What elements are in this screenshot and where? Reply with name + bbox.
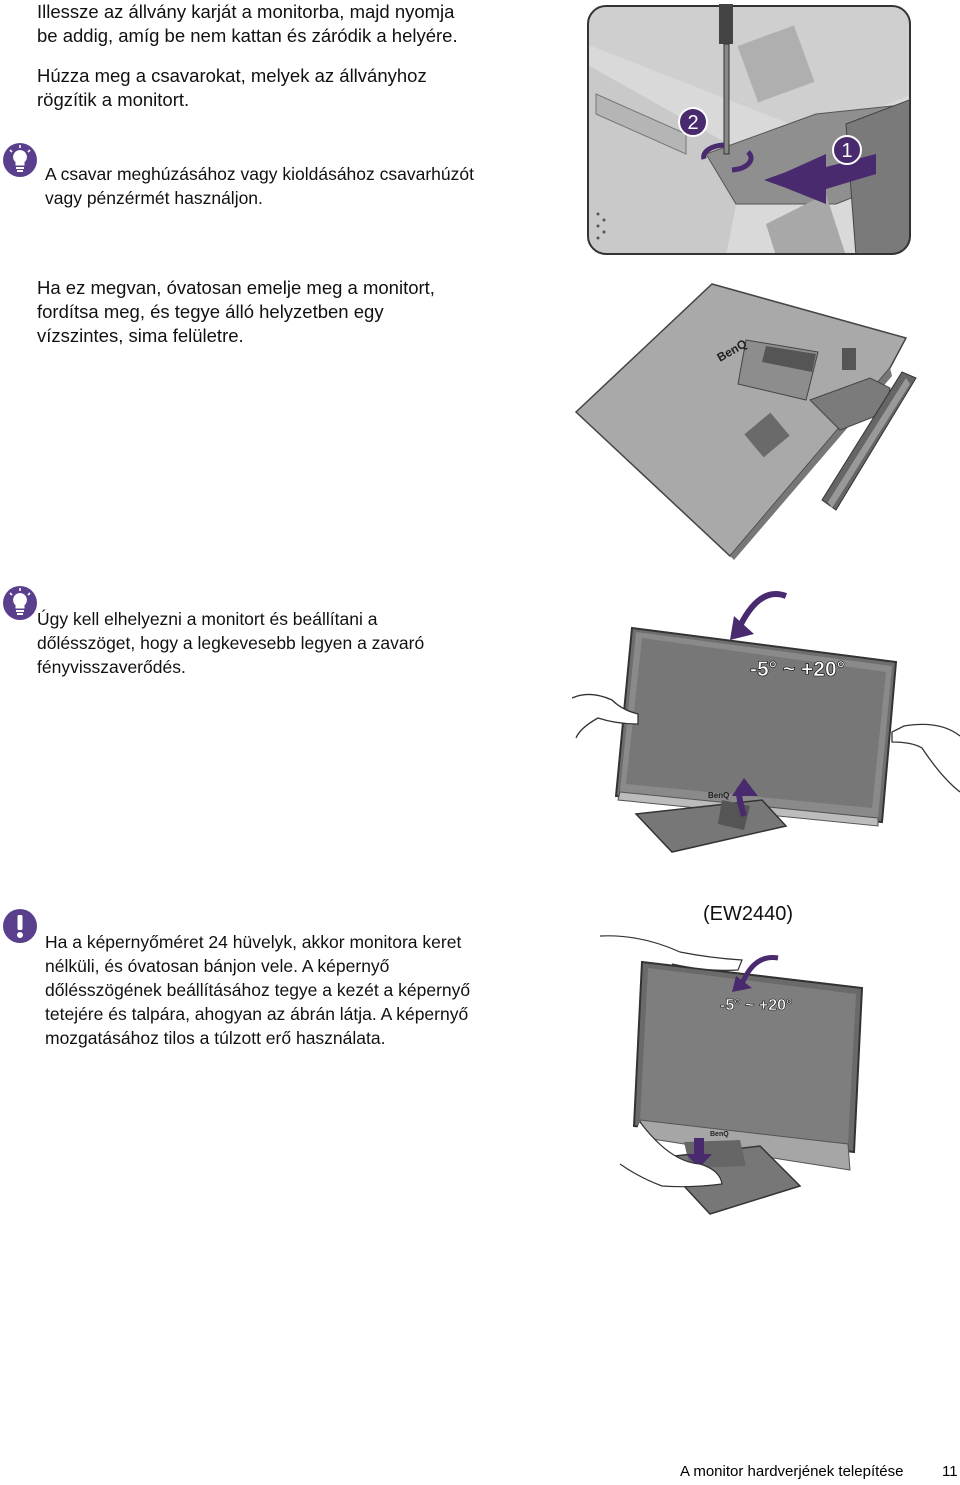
- tip-glare-note: Úgy kell elhelyezni a monitort és beállí…: [37, 607, 424, 679]
- instruction-lift-monitor: Ha ez megvan, óvatosan emelje meg a moni…: [37, 276, 435, 348]
- lightbulb-icon: [2, 142, 38, 183]
- benq-logo-small-2: BenQ: [710, 1131, 729, 1138]
- instruction-tighten-screws: Húzza meg a csavarokat, melyek az állván…: [37, 64, 427, 112]
- monitor-tilt-illustration: BenQ -5° ~ +20°: [572, 586, 960, 876]
- tilt-range-label: -5° ~ +20°: [750, 658, 845, 681]
- footer-page-number: 11: [942, 1463, 958, 1480]
- step-marker-2: 2: [687, 112, 698, 134]
- lightbulb-icon: [2, 585, 38, 626]
- warning-frameless-note: Ha a képernyőméret 24 hüvelyk, akkor mon…: [45, 930, 470, 1050]
- screw-tightening-illustration: 2 1: [586, 4, 912, 256]
- tilt-range-label-small: -5° ~ +20°: [720, 997, 792, 1014]
- tip-screwdriver-note: A csavar meghúzásához vagy kioldásához c…: [45, 162, 474, 210]
- ew2440-tilt-illustration: (EW2440) BenQ -5° ~ +20°: [600, 896, 930, 1226]
- instruction-attach-arm: Illessze az állvány karját a monitorba, …: [37, 0, 458, 48]
- monitor-facedown-illustration: BenQ: [570, 280, 940, 560]
- step-marker-1: 1: [841, 140, 852, 162]
- footer-section-title: A monitor hardverjének telepítése: [680, 1463, 903, 1480]
- exclamation-icon: [2, 908, 38, 949]
- model-caption: (EW2440): [703, 903, 793, 925]
- benq-logo-small: BenQ: [708, 791, 729, 800]
